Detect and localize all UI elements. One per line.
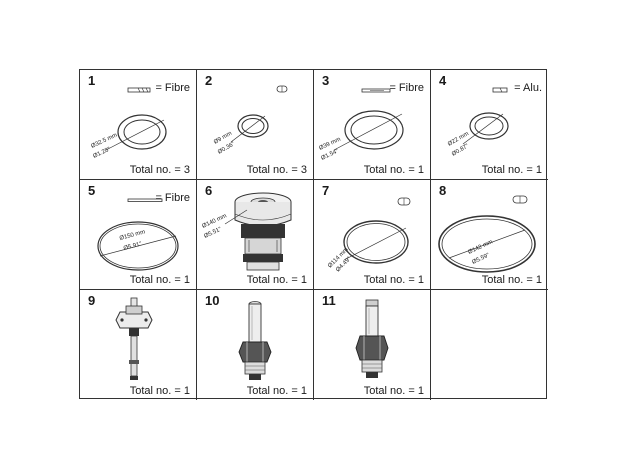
part-number: 4 xyxy=(439,73,447,88)
material-label: = Alu. xyxy=(514,82,542,94)
part-cell-2: 2 Ø9 mm Ø0.36" Total no. = 3 xyxy=(197,70,314,180)
total-count: Total no. = 1 xyxy=(363,164,424,176)
pilot-valve-icon xyxy=(115,297,153,380)
part-cell-3: 3 Ø39 mm Ø1.54" = Fibre Total no. = 1 xyxy=(314,70,431,180)
o-ring-icon: Ø142 mm Ø5.59" xyxy=(438,195,536,273)
part-cell-8: 8 Ø142 mm Ø5.59" Total no. = 1 xyxy=(431,180,548,290)
part-number: 11 xyxy=(322,293,336,308)
part-cell-11: 11 Total no. = 1 xyxy=(314,290,431,400)
total-count: Total no. = 1 xyxy=(481,164,542,176)
o-ring-icon: Ø114 mm Ø4.49" xyxy=(327,197,411,273)
part-number: 1 xyxy=(88,73,96,88)
total-count: Total no. = 1 xyxy=(129,385,190,397)
dim-metric: Ø150 mm xyxy=(119,229,146,242)
dim-metric: Ø142 mm xyxy=(467,239,493,256)
gasket-icon: Ø39 mm Ø1.54" xyxy=(318,88,404,162)
part-cell-5: 5 Ø150 mm Ø5.91" = Fibre Total no. = 1 xyxy=(80,180,197,290)
part-cell-10: 10 Total no. = 1 xyxy=(197,290,314,400)
total-count: Total no. = 3 xyxy=(246,164,307,176)
part-number: 10 xyxy=(205,293,220,308)
material-label: = Fibre xyxy=(389,82,424,94)
part-number: 2 xyxy=(205,73,213,88)
material-label: = Fibre xyxy=(155,192,190,204)
material-label: = Fibre xyxy=(155,82,190,94)
o-ring-icon: Ø9 mm Ø0.36" xyxy=(213,85,288,156)
total-count: Total no. = 1 xyxy=(246,274,307,286)
dim-metric: Ø32.5 mm xyxy=(90,133,118,150)
dim-imperial: Ø5.59" xyxy=(471,253,490,266)
part-cell-7: 7 Ø114 mm Ø4.49" Total no. = 1 xyxy=(314,180,431,290)
part-cell-9: 9 Total no. = 1 xyxy=(80,290,197,400)
part-number: 6 xyxy=(205,183,213,198)
total-count: Total no. = 1 xyxy=(363,385,424,397)
part-number: 5 xyxy=(88,183,96,198)
part-number: 9 xyxy=(88,293,96,308)
flat-gasket-icon: Ø150 mm Ø5.91" xyxy=(97,198,179,271)
total-count: Total no. = 1 xyxy=(481,274,542,286)
part-cell-4: 4 Ø22 mm Ø0.87" = Alu. Total no. = 1 xyxy=(431,70,548,180)
armature-tube-icon xyxy=(355,299,389,378)
armature-tube-icon xyxy=(238,301,272,380)
valve-insert-icon: Ø140 mm Ø5.51" xyxy=(201,192,292,271)
dim-imperial: Ø5.91" xyxy=(123,241,142,252)
empty-cell xyxy=(431,290,548,400)
dim-metric: Ø140 mm xyxy=(201,213,227,230)
total-count: Total no. = 1 xyxy=(246,385,307,397)
dim-metric: Ø39 mm xyxy=(318,137,341,152)
total-count: Total no. = 1 xyxy=(363,274,424,286)
part-number: 8 xyxy=(439,183,447,198)
part-cell-1: 1 Ø32.5 mm Ø1.28" = Fibre Total no. = 3 xyxy=(80,70,197,180)
total-count: Total no. = 1 xyxy=(129,274,190,286)
washer-icon: Ø22 mm Ø0.87" xyxy=(447,87,509,158)
total-count: Total no. = 3 xyxy=(129,164,190,176)
part-cell-6: 6 Ø140 mm Ø5.51" Total no. = 1 xyxy=(197,180,314,290)
part-number: 3 xyxy=(322,73,330,88)
part-number: 7 xyxy=(322,183,330,198)
spare-parts-grid: 1 Ø32.5 mm Ø1.28" = Fibre Total no. = 3 … xyxy=(79,69,548,400)
gasket-icon: Ø32.5 mm Ø1.28" xyxy=(90,87,167,160)
